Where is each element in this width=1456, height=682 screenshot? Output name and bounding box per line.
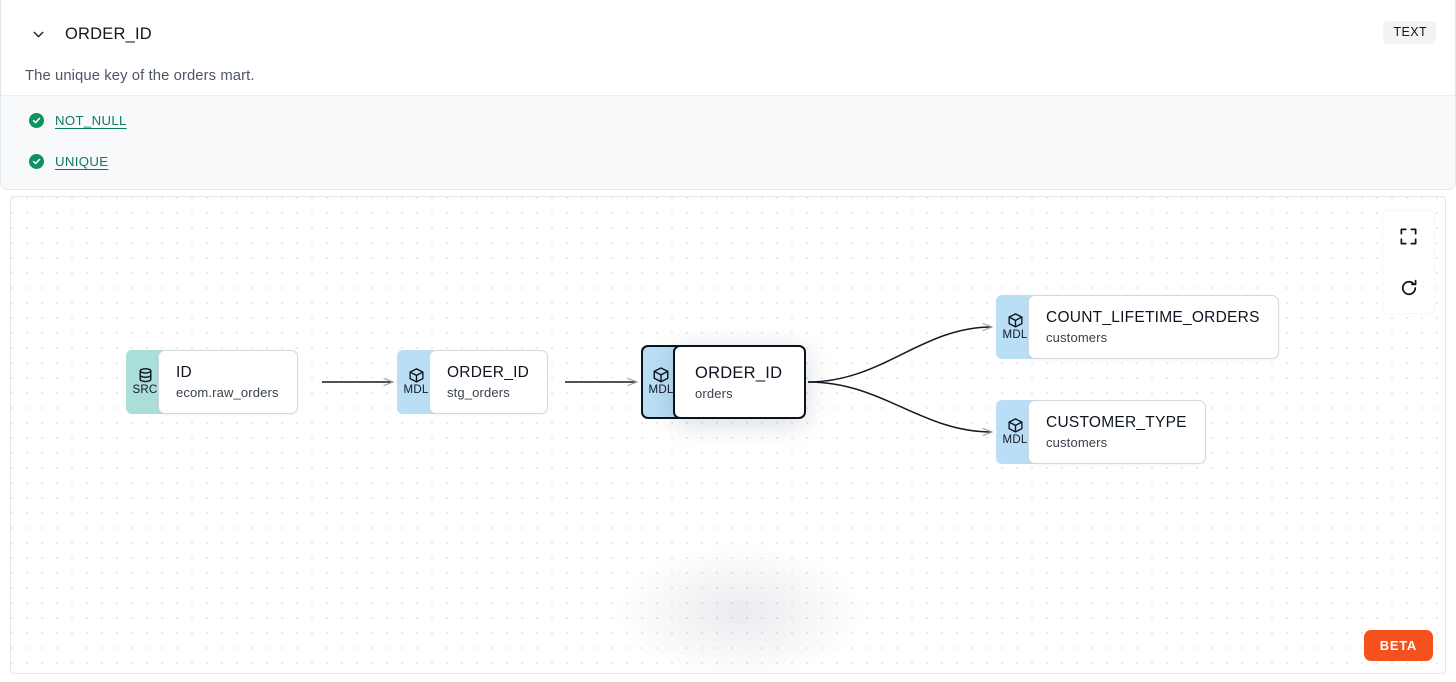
node-body: ID ecom.raw_orders xyxy=(158,350,298,414)
lineage-node-orders-selected[interactable]: MDL ORDER_ID orders xyxy=(641,345,807,419)
fullscreen-icon xyxy=(1399,227,1418,246)
node-column-name: ID xyxy=(176,364,192,381)
node-badge-label: MDL xyxy=(1002,433,1028,446)
panel-header: ORDER_ID TEXT The unique key of the orde… xyxy=(1,0,1455,95)
edge-orders-to-customer-type xyxy=(807,381,992,432)
lineage-node-stg-orders[interactable]: MDL ORDER_ID stg_orders xyxy=(397,350,549,414)
node-source-name: stg_orders xyxy=(447,385,510,400)
lineage-canvas[interactable]: SRC ID ecom.raw_orders MDL ORDE xyxy=(10,196,1446,674)
node-type-badge-src: SRC xyxy=(126,350,164,414)
refresh-icon xyxy=(1399,278,1419,298)
column-detail-panel: ORDER_ID TEXT The unique key of the orde… xyxy=(0,0,1456,190)
test-link-not-null[interactable]: NOT_NULL xyxy=(55,112,127,128)
node-column-name: ORDER_ID xyxy=(695,363,783,382)
node-type-badge-mdl: MDL xyxy=(996,400,1034,464)
node-source-name: customers xyxy=(1046,330,1108,345)
node-body: CUSTOMER_TYPE customers xyxy=(1028,400,1206,464)
chevron-down-icon[interactable] xyxy=(25,21,51,47)
node-source-name: ecom.raw_orders xyxy=(176,385,279,400)
node-type-badge-mdl: MDL xyxy=(397,350,435,414)
node-type-badge-mdl: MDL xyxy=(641,345,679,419)
page-title: ORDER_ID xyxy=(65,24,152,43)
node-column-name: COUNT_LIFETIME_ORDERS xyxy=(1046,309,1260,326)
test-row[interactable]: UNIQUE xyxy=(29,151,1455,171)
node-badge-label: MDL xyxy=(648,384,674,397)
beta-badge[interactable]: BETA xyxy=(1363,630,1433,661)
lineage-node-customer-type[interactable]: MDL CUSTOMER_TYPE customers xyxy=(996,400,1206,464)
check-circle-icon xyxy=(29,153,44,169)
node-source-name: customers xyxy=(1046,435,1108,450)
canvas-controls xyxy=(1383,211,1434,313)
test-row[interactable]: NOT_NULL xyxy=(29,110,1455,130)
fit-view-button[interactable] xyxy=(1383,211,1434,262)
data-type-badge: TEXT xyxy=(1383,21,1436,44)
check-circle-icon xyxy=(29,112,44,128)
cube-icon xyxy=(1007,312,1024,329)
lineage-node-count-lifetime-orders[interactable]: MDL COUNT_LIFETIME_ORDERS customers xyxy=(996,295,1279,359)
node-source-name: orders xyxy=(695,385,733,401)
node-type-badge-mdl: MDL xyxy=(996,295,1034,359)
node-column-name: ORDER_ID xyxy=(447,364,530,381)
node-body: ORDER_ID orders xyxy=(673,345,807,419)
node-badge-label: MDL xyxy=(1002,328,1028,341)
node-badge-label: SRC xyxy=(132,383,158,396)
column-description: The unique key of the orders mart. xyxy=(25,68,255,84)
node-body: COUNT_LIFETIME_ORDERS customers xyxy=(1028,295,1279,359)
node-badge-label: MDL xyxy=(403,383,429,396)
tests-section: NOT_NULL UNIQUE xyxy=(1,95,1455,189)
selected-node-glow xyxy=(611,542,871,673)
lineage-node-src-id[interactable]: SRC ID ecom.raw_orders xyxy=(126,350,298,414)
database-icon xyxy=(137,367,154,384)
edge-orders-to-count xyxy=(807,327,992,383)
cube-icon xyxy=(408,367,425,384)
lineage-edges xyxy=(322,197,1446,674)
cube-icon xyxy=(652,366,670,384)
test-link-unique[interactable]: UNIQUE xyxy=(55,153,109,169)
title-row: ORDER_ID xyxy=(25,18,1435,50)
reset-view-button[interactable] xyxy=(1383,262,1434,313)
node-body: ORDER_ID stg_orders xyxy=(429,350,549,414)
cube-icon xyxy=(1007,417,1024,434)
node-column-name: CUSTOMER_TYPE xyxy=(1046,414,1187,431)
